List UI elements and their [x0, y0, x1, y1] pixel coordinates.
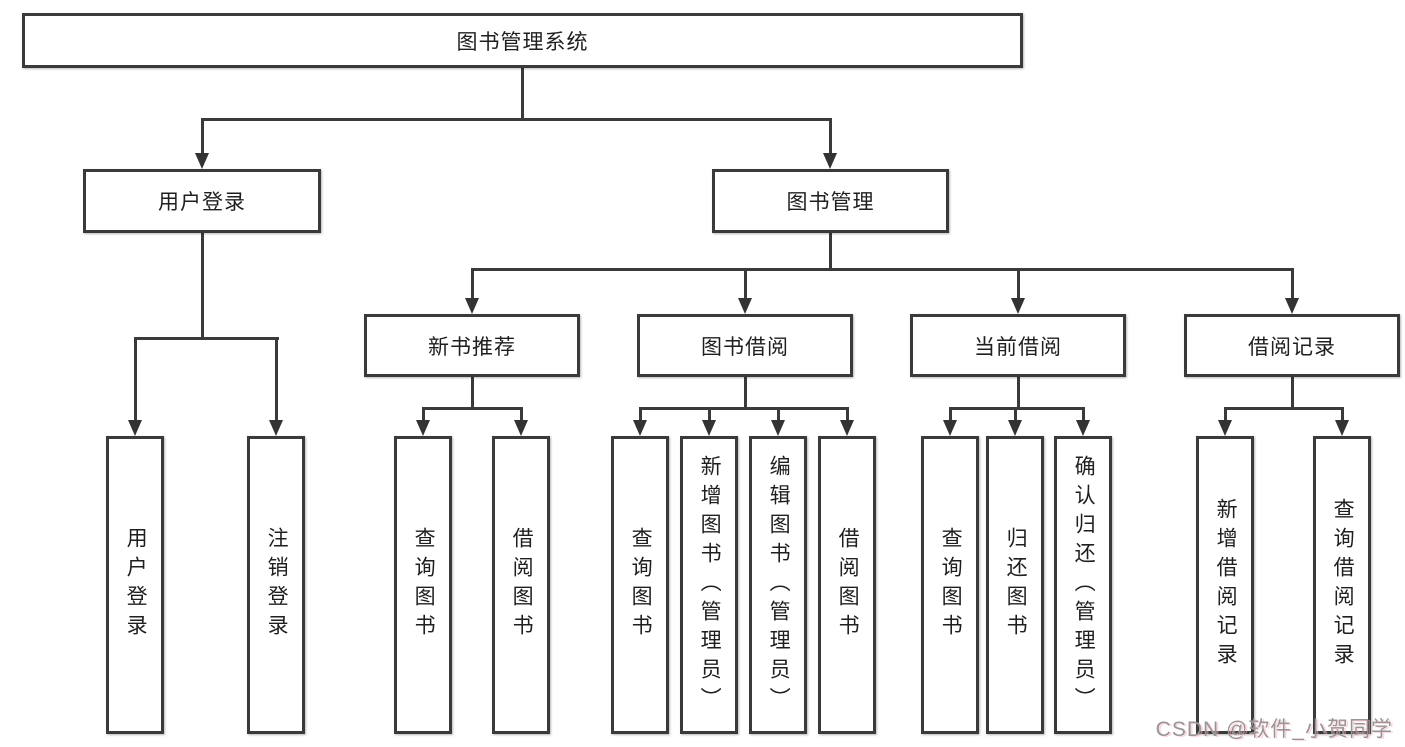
leaf-logout: 注销登录	[247, 436, 305, 734]
leaf-label: 新增借阅记录	[1214, 498, 1238, 672]
leaf-label: 查询图书	[939, 527, 963, 643]
connector-module2-stub	[1017, 268, 1020, 300]
leaf-label: 查询图书	[412, 527, 436, 643]
connector-stub	[1082, 407, 1085, 421]
connector-management-drop	[829, 233, 832, 268]
node-borrow-records: 借阅记录	[1184, 314, 1400, 377]
connector-login-stub	[201, 118, 204, 154]
leaf-query-books-current: 查询图书	[921, 436, 979, 734]
leaf-label: 新增图书（管理员）	[698, 454, 722, 716]
leaf-label: 编辑图书（管理员）	[767, 454, 791, 716]
leaf-label: 确认归还（管理员）	[1072, 454, 1096, 716]
leaf-label: 查询图书	[629, 527, 653, 643]
leaf-label: 归还图书	[1004, 527, 1028, 643]
connector-stub	[949, 407, 952, 421]
connector-management-stub	[829, 118, 832, 154]
connector-module1-drop	[744, 377, 747, 407]
arrow-down-icon	[1011, 298, 1025, 314]
connector-stub	[708, 407, 711, 421]
leaf-query-books-borrowing: 查询图书	[611, 436, 669, 734]
arrow-down-icon	[465, 298, 479, 314]
arrow-down-icon	[1335, 420, 1349, 436]
connector-login-leaf2-stub	[275, 337, 278, 421]
node-root: 图书管理系统	[22, 13, 1023, 68]
connector-root-trunk	[521, 68, 524, 118]
node-label: 图书管理系统	[456, 30, 589, 54]
arrow-down-icon	[1285, 298, 1299, 314]
connector-stub	[520, 407, 523, 421]
connector-module2-drop	[1017, 377, 1020, 407]
connector-stub	[1341, 407, 1344, 421]
arrow-down-icon	[771, 420, 785, 436]
arrow-down-icon	[128, 420, 142, 436]
arrow-down-icon	[633, 420, 647, 436]
node-label: 当前借阅	[974, 335, 1062, 359]
arrow-down-icon	[1008, 420, 1022, 436]
leaf-label: 借阅图书	[510, 527, 534, 643]
connector-module1-bus	[639, 407, 849, 410]
connector-login-drop	[201, 233, 204, 337]
node-label: 用户登录	[158, 191, 246, 214]
watermark: CSDN @软件_小贺同学	[1155, 718, 1393, 741]
connector-module0-drop	[471, 377, 474, 407]
connector-module3-stub	[1291, 268, 1294, 300]
leaf-edit-books-admin: 编辑图书（管理员）	[749, 436, 807, 734]
connector-login-leaf1-stub	[134, 337, 137, 421]
leaf-label: 查询借阅记录	[1331, 498, 1355, 672]
connector-login-bus	[134, 337, 279, 340]
connector-level3-bus	[471, 268, 1294, 271]
arrow-down-icon	[823, 153, 837, 169]
node-label: 新书推荐	[428, 335, 516, 359]
leaf-confirm-return-admin: 确认归还（管理员）	[1054, 436, 1112, 734]
connector-stub	[846, 407, 849, 421]
connector-module0-bus	[422, 407, 523, 410]
connector-module2-bus	[949, 407, 1085, 410]
connector-stub	[777, 407, 780, 421]
arrow-down-icon	[269, 420, 283, 436]
connector-module0-stub	[471, 268, 474, 300]
arrow-down-icon	[1218, 420, 1232, 436]
leaf-label: 用户登录	[124, 527, 148, 643]
leaf-add-books-admin: 新增图书（管理员）	[680, 436, 738, 734]
leaf-query-books-recommend: 查询图书	[394, 436, 452, 734]
connector-stub	[639, 407, 642, 421]
node-label: 图书借阅	[701, 335, 789, 359]
node-book-management: 图书管理	[712, 169, 949, 233]
arrow-down-icon	[943, 420, 957, 436]
node-current-borrowing: 当前借阅	[910, 314, 1126, 377]
arrow-down-icon	[416, 420, 430, 436]
leaf-add-borrow-record: 新增借阅记录	[1196, 436, 1254, 734]
node-new-book-recommend: 新书推荐	[364, 314, 580, 377]
leaf-user-login: 用户登录	[106, 436, 164, 734]
arrow-down-icon	[738, 298, 752, 314]
leaf-return-books: 归还图书	[986, 436, 1044, 734]
arrow-down-icon	[702, 420, 716, 436]
arrow-down-icon	[514, 420, 528, 436]
connector-level2-bus	[201, 118, 832, 121]
node-label: 借阅记录	[1248, 335, 1336, 359]
arrow-down-icon	[195, 153, 209, 169]
connector-module1-stub	[744, 268, 747, 300]
arrow-down-icon	[840, 420, 854, 436]
leaf-label: 注销登录	[265, 527, 289, 643]
leaf-borrow-books-recommend: 借阅图书	[492, 436, 550, 734]
node-label: 图书管理	[786, 191, 875, 214]
arrow-down-icon	[1076, 420, 1090, 436]
connector-module3-bus	[1224, 407, 1344, 410]
connector-stub	[1224, 407, 1227, 421]
connector-stub	[422, 407, 425, 421]
leaf-label: 借阅图书	[836, 527, 860, 643]
leaf-query-borrow-record: 查询借阅记录	[1313, 436, 1371, 734]
leaf-borrow-books: 借阅图书	[818, 436, 876, 734]
node-book-borrowing: 图书借阅	[637, 314, 853, 377]
connector-module3-drop	[1291, 377, 1294, 407]
node-user-login: 用户登录	[83, 169, 321, 233]
connector-stub	[1014, 407, 1017, 421]
